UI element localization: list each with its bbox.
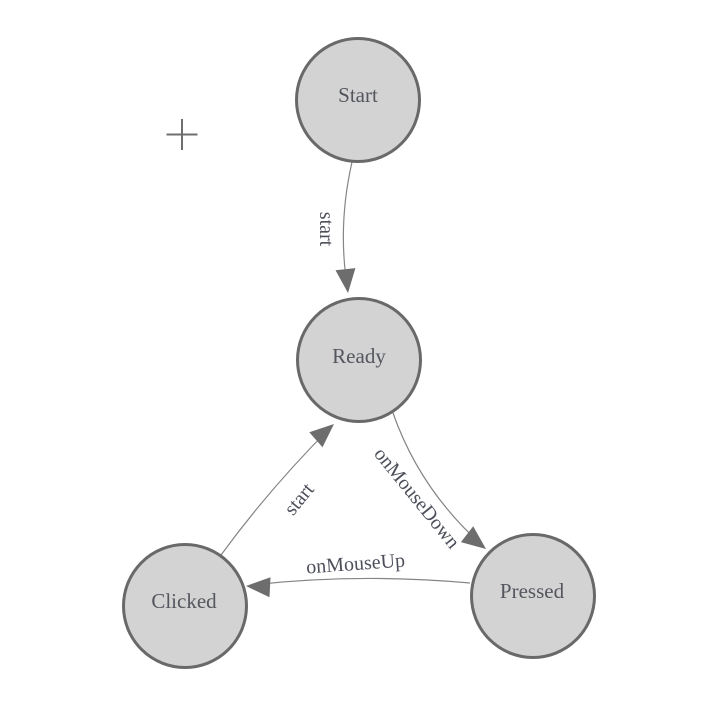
state-node-pressed[interactable]: Pressed <box>470 533 596 659</box>
edge-pressed-to-clicked[interactable] <box>246 577 471 598</box>
state-node-pressed-label: Pressed <box>500 579 565 603</box>
state-node-clicked-circle[interactable] <box>122 543 248 669</box>
arrowhead-icon <box>246 577 271 598</box>
plus-crosshair-icon <box>166 119 198 150</box>
edge-ready-to-pressed[interactable] <box>392 412 486 549</box>
state-node-clicked-label: Clicked <box>151 589 217 613</box>
state-node-start-circle[interactable] <box>295 37 421 163</box>
edge-pressed-to-clicked-line[interactable] <box>251 577 471 586</box>
state-node-start[interactable]: Start <box>295 37 421 163</box>
state-node-pressed-circle[interactable] <box>470 533 596 659</box>
edge-start-to-ready[interactable] <box>335 161 356 293</box>
state-node-start-label: Start <box>338 83 378 107</box>
arrowhead-icon <box>309 424 334 448</box>
edge-clicked-to-ready[interactable] <box>220 424 334 556</box>
arrowhead-icon <box>460 526 486 549</box>
state-node-clicked[interactable]: Clicked <box>122 543 248 669</box>
edge-label-start-to-ready: start <box>315 212 337 247</box>
state-node-ready[interactable]: Ready <box>296 297 422 423</box>
edge-clicked-to-ready-line[interactable] <box>220 426 332 556</box>
arrowhead-icon <box>335 268 356 293</box>
state-node-ready-circle[interactable] <box>296 297 422 423</box>
state-node-ready-label: Ready <box>332 344 386 368</box>
edge-label-clicked-to-ready: start <box>280 479 319 520</box>
edge-label-ready-to-pressed: onMouseDown <box>369 443 464 553</box>
edge-label-pressed-to-clicked: onMouseUp <box>305 550 405 579</box>
